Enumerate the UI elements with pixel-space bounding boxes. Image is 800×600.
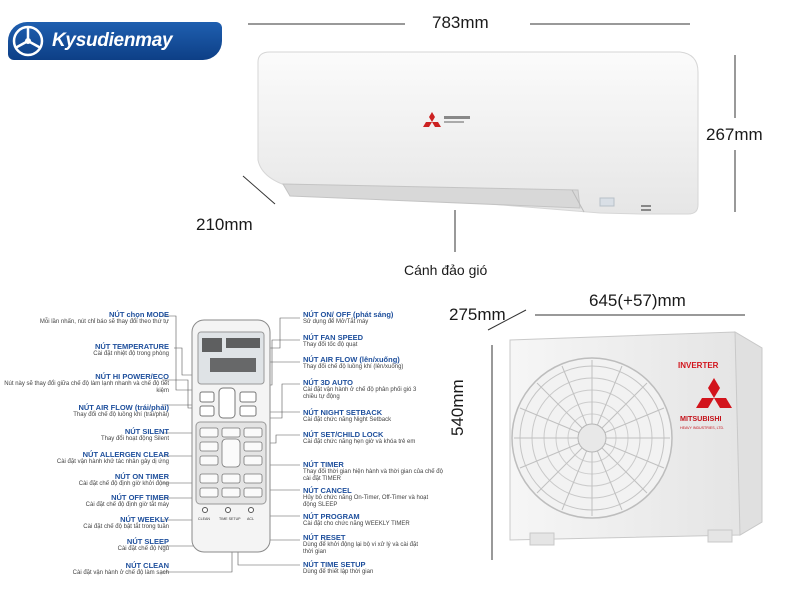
annotation-program: NÚT PROGRAM Cài đặt cho chức năng WEEKLY…: [303, 512, 410, 527]
annotation-clean: NÚT CLEAN Cài đặt vận hành ở chế độ làm …: [72, 561, 169, 576]
annotation-hi-power-eco: NÚT HI POWER/ECO Nút này sẽ thay đổi giữ…: [4, 372, 169, 394]
remote-key-clean: CLEAN: [198, 517, 210, 521]
depth-dimension-line: [242, 175, 276, 205]
annotation-mode: NÚT chọn MODE Mỗi lần nhấn, nút chỉ báo …: [39, 310, 169, 325]
mitsubishi-logo-icon: [696, 378, 732, 408]
annotation-off-timer: NÚT OFF TIMER Cài đặt chế độ định giờ tắ…: [85, 493, 169, 508]
depth-dimension-line: [487, 309, 527, 331]
outdoor-unit-drawing: INVERTER MITSUBISHI HEAVY INDUSTRIES, LT…: [487, 309, 763, 560]
outdoor-height-label: 540mm: [448, 379, 467, 436]
brand-logo: Kysudienmay: [8, 22, 222, 60]
remote-key-acl: ACL: [247, 517, 254, 521]
annotation-weekly: NÚT WEEKLY Cài đặt chế độ bật tắt trong …: [83, 515, 169, 530]
indoor-display-panel: [599, 197, 615, 207]
indoor-depth-label: 210mm: [196, 215, 253, 234]
annotation-night-setback: NÚT NIGHT SETBACK Cài đặt chức năng Nigh…: [303, 408, 392, 423]
brand-name: MITSUBISHI: [680, 414, 722, 423]
outdoor-depth-label: 275mm: [449, 305, 506, 324]
annotation-silent: NÚT SILENT Thay đổi hoạt động Silent: [100, 427, 169, 442]
remote-key-time-setup: TIME SETUP: [219, 517, 241, 521]
annotation-temperature: NÚT TEMPERATURE Cài đặt nhiệt độ trong p…: [93, 342, 169, 357]
annotation-on-timer: NÚT ON TIMER Cài đặt chế độ định giờ khở…: [78, 472, 169, 487]
annotation-reset: NÚT RESET Dùng để khởi động lại bộ vi xử…: [303, 533, 419, 555]
air-vane: [282, 183, 581, 209]
annotation-cancel: NÚT CANCEL Hủy bỏ chức năng On-Timer, Of…: [303, 486, 429, 508]
inverter-badge: INVERTER: [678, 361, 719, 370]
indoor-unit-drawing: [242, 23, 736, 252]
annotation-sleep: NÚT SLEEP Cài đặt chế độ Ngủ: [117, 537, 169, 552]
outdoor-width-label: 645(+57)mm: [589, 291, 686, 310]
annotation-air-flow-lr: NÚT AIR FLOW (trái/phải) Thay đổi chế độ…: [73, 403, 169, 418]
vane-label: Cánh đảo gió: [404, 262, 488, 278]
fan-grille-icon: [511, 357, 673, 519]
connector-line: [162, 315, 206, 391]
annotation-3d-auto: NÚT 3D AUTO Cài đặt vận hành ở chế độ ph…: [303, 378, 417, 400]
remote-diagram: CLEAN TIME SETUP ACL: [162, 315, 300, 573]
annotation-fan-speed: NÚT FAN SPEED Thay đổi tốc độ quạt: [303, 333, 364, 348]
annotation-set-child-lock: NÚT SET/CHILD LOCK Cài đặt chức năng hẹn…: [303, 430, 416, 445]
annotation-air-flow-ud: NÚT AIR FLOW (lên/xuống) Thay đổi chế độ…: [303, 355, 404, 370]
indoor-unit-body: [257, 51, 699, 215]
mitsubishi-small-logo-icon: [423, 112, 441, 127]
brand-sub: HEAVY INDUSTRIES, LTD.: [680, 426, 724, 430]
annotation-allergen-clear: NÚT ALLERGEN CLEAR Cài đặt vận hành khử …: [56, 450, 169, 465]
logo-text: Kysudienmay: [52, 30, 173, 51]
annotation-on-off: NÚT ON/ OFF (phát sáng) Sử dụng để Mở/Tắ…: [303, 310, 394, 325]
annotation-time-setup: NÚT TIME SETUP Dùng để thiết lập thời gi…: [303, 560, 374, 575]
annotation-timer: NÚT TIMER Thay đổi thời gian hiện hành v…: [303, 460, 443, 482]
indoor-height-label: 267mm: [706, 125, 763, 144]
indoor-width-label: 783mm: [432, 13, 489, 32]
fan-logo-icon: [12, 25, 44, 57]
